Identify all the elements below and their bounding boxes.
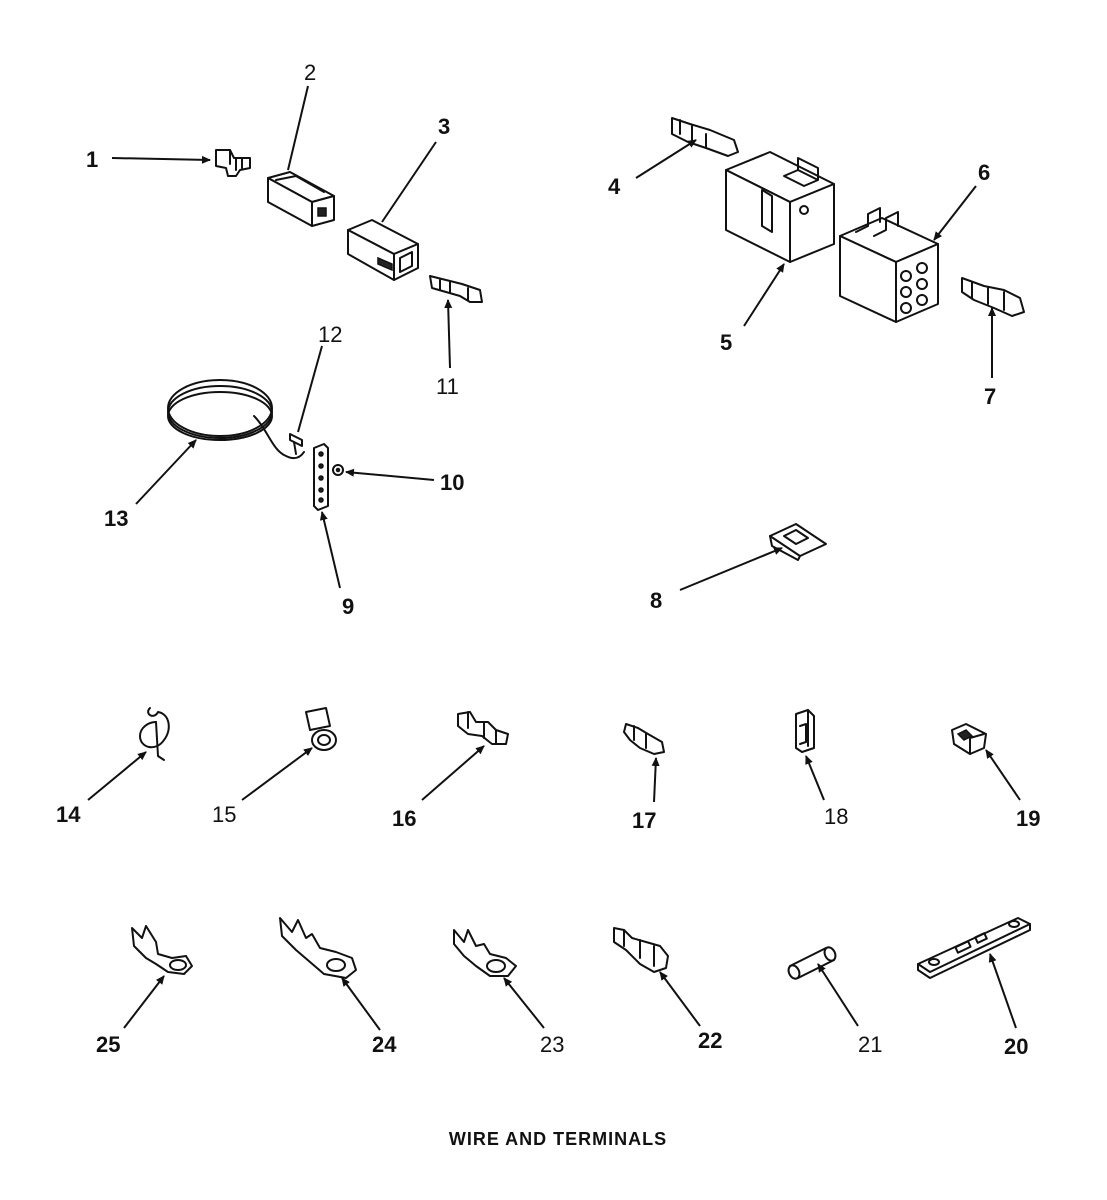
callout-7: 7	[984, 384, 996, 409]
part-6-housing	[839, 207, 939, 323]
leader-10	[345, 468, 435, 481]
callout-6: 6	[978, 160, 990, 185]
callout-12: 12	[318, 322, 342, 347]
callout-11: 11	[436, 374, 459, 399]
part-24-ring-terminal	[279, 917, 357, 979]
callout-3: 3	[438, 114, 450, 139]
part-21-splice	[787, 946, 837, 980]
leader-12	[297, 345, 323, 433]
leader-14	[87, 751, 147, 801]
leader-24	[341, 977, 381, 1031]
leader-1	[111, 155, 211, 164]
part-3-connector	[347, 219, 419, 281]
leader-6	[933, 185, 977, 241]
part-7-terminal	[961, 277, 1025, 317]
callout-16: 16	[392, 806, 416, 831]
callout-24: 24	[372, 1032, 397, 1057]
callout-8: 8	[650, 588, 662, 613]
callout-22: 22	[698, 1028, 722, 1053]
part-22-terminal	[613, 927, 669, 973]
part-18-terminal	[795, 709, 815, 753]
callout-14: 14	[56, 802, 81, 827]
leader-22	[659, 971, 701, 1027]
part-13-wire-coil	[167, 379, 305, 460]
callout-1: 1	[86, 147, 98, 172]
callout-20: 20	[1004, 1034, 1028, 1059]
part-14-clip	[139, 707, 170, 761]
leader-3	[381, 141, 437, 223]
part-8-clip	[769, 523, 827, 561]
leader-2	[287, 85, 309, 171]
part-5-housing	[725, 151, 835, 263]
leader-16	[421, 745, 485, 801]
leader-13	[135, 439, 197, 505]
leader-17	[651, 757, 660, 803]
diagram-caption: WIRE AND TERMINALS	[449, 1129, 667, 1149]
callout-13: 13	[104, 506, 128, 531]
leader-11	[444, 299, 453, 369]
leader-8	[679, 547, 783, 591]
part-11-terminal	[429, 275, 483, 303]
part-4-terminal	[671, 117, 739, 157]
callout-18: 18	[824, 804, 848, 829]
leader-25	[123, 975, 165, 1029]
callout-19: 19	[1016, 806, 1040, 831]
part-15-clamp	[305, 707, 337, 751]
part-23-ring-terminal	[453, 929, 517, 977]
leader-5	[743, 263, 785, 327]
leader-4	[635, 139, 697, 179]
leader-15	[241, 747, 313, 801]
leader-9	[319, 511, 341, 589]
callout-15: 15	[212, 802, 236, 827]
part-19-connector	[951, 723, 987, 755]
callout-2: 2	[304, 60, 316, 85]
part-1-terminal	[215, 149, 251, 177]
leader-18	[805, 755, 825, 801]
callout-23: 23	[540, 1032, 564, 1057]
leader-19	[985, 749, 1021, 801]
leader-20	[988, 953, 1017, 1029]
callout-25: 25	[96, 1032, 120, 1057]
leader-23	[503, 977, 545, 1029]
part-2-housing	[267, 171, 335, 227]
callout-21: 21	[858, 1032, 882, 1057]
part-17-terminal	[623, 723, 665, 755]
part-25-ring-terminal	[131, 925, 193, 975]
callout-17: 17	[632, 808, 656, 833]
callout-5: 5	[720, 330, 732, 355]
callout-4: 4	[608, 174, 621, 199]
part-10-nut	[332, 464, 344, 476]
callout-10: 10	[440, 470, 464, 495]
leader-21	[817, 963, 859, 1027]
part-16-terminal	[457, 711, 509, 745]
part-9-strip	[313, 443, 329, 511]
callout-9: 9	[342, 594, 354, 619]
part-20-strip	[917, 917, 1031, 979]
part-12-screw	[289, 433, 303, 455]
